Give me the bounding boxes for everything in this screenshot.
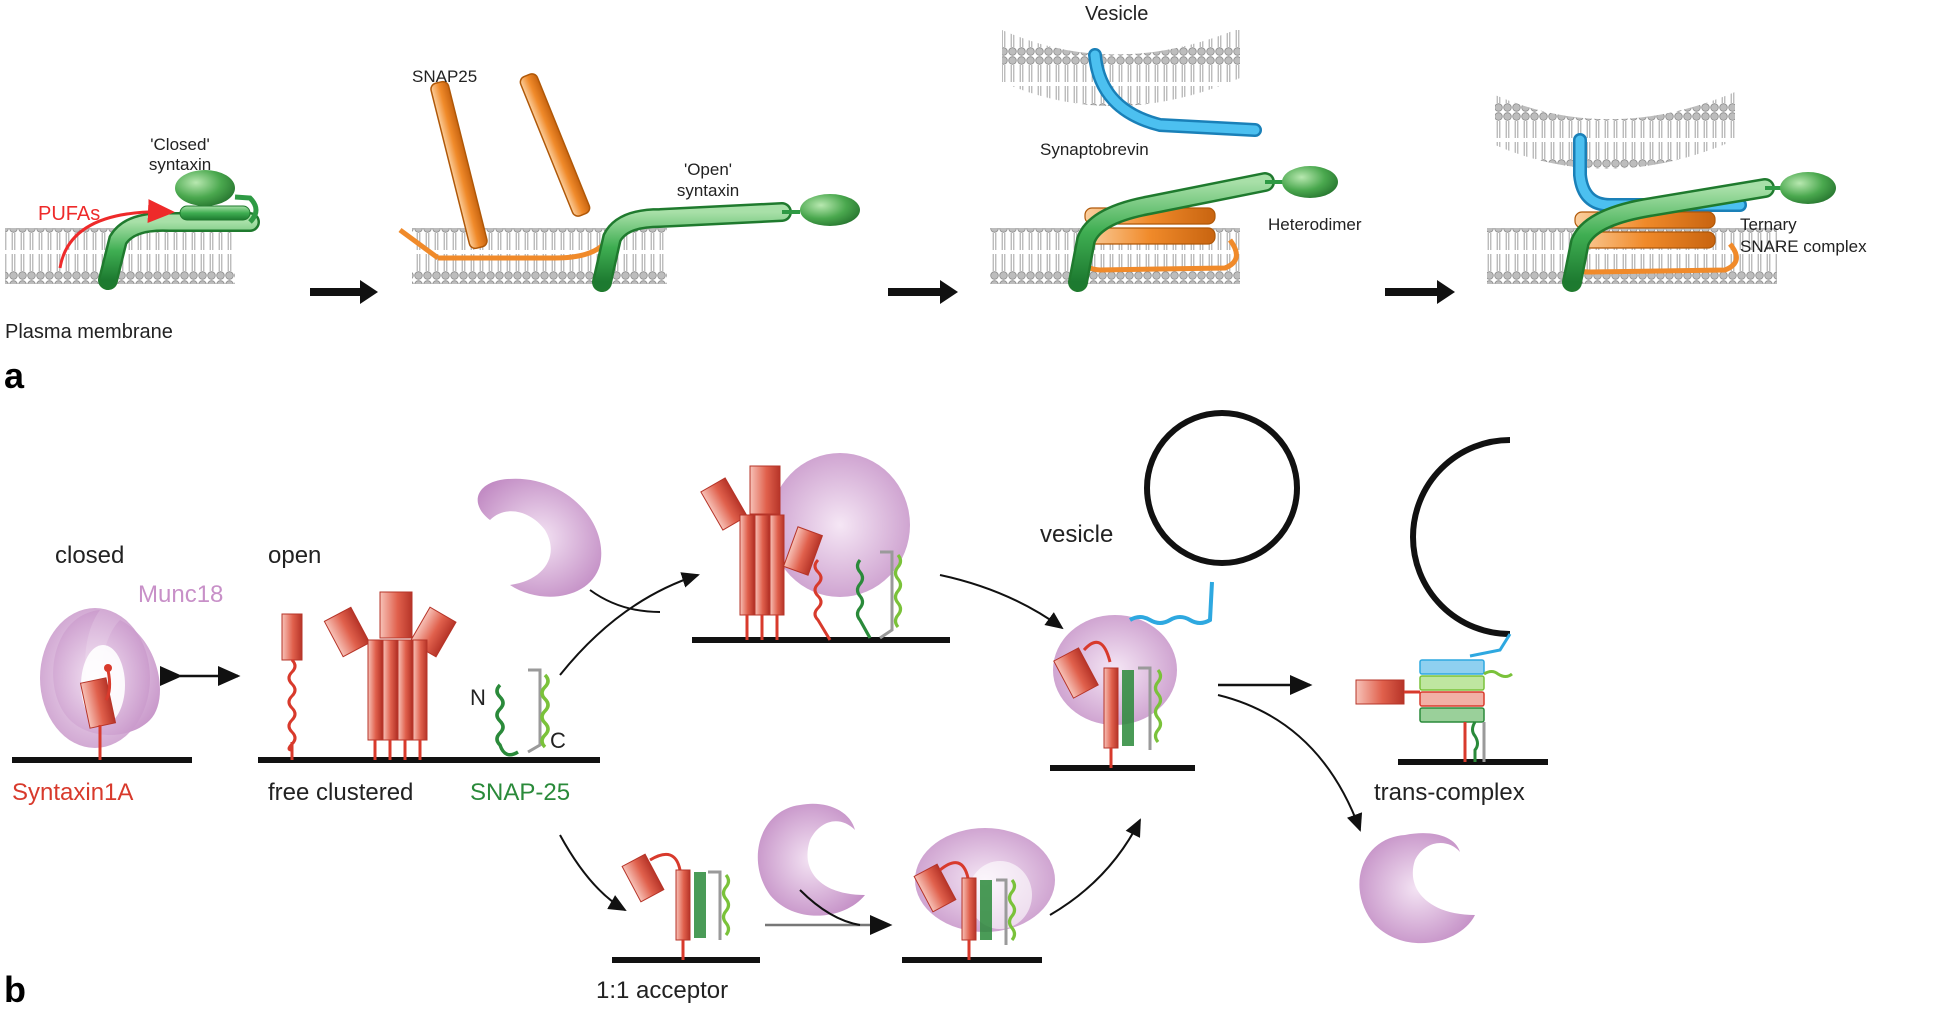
munc18-closed-complex [40,608,160,760]
label-ternary-1: Ternary [1740,215,1797,234]
label-trans-complex: trans-complex [1374,779,1525,806]
munc18-free-1 [477,478,602,597]
label-munc18: Munc18 [138,581,223,608]
panel-a: 'Closed' syntaxin PUFAs Plasma membrane … [4,3,1867,396]
acceptor-munc18-complex [913,828,1055,960]
panel-letter-b: b [4,969,26,1010]
label-snap25-b: SNAP-25 [470,779,570,806]
munc18-free-3 [1359,833,1475,944]
label-acceptor: 1:1 acceptor [596,977,728,1004]
label-open-syntaxin-2: syntaxin [677,181,739,200]
label-syntaxin1a: Syntaxin1A [12,779,133,806]
stage-arrow-3 [1385,280,1455,304]
habc-domain-heterodimer [1282,166,1338,198]
panel-b: closed open Munc18 Syntaxin1A free clust… [4,410,1548,1010]
panel-letter-a: a [4,355,25,396]
open-syntaxin-single [281,613,303,760]
clustered-munc18-complex [700,453,910,641]
flow-arrow-to-dock-bottom [1049,818,1141,916]
acceptor-complex [621,852,731,960]
snap25-b [495,668,550,757]
heterodimer [1068,166,1338,292]
vesicle-arc-2 [1410,437,1511,637]
docked-complex [1053,581,1214,768]
habc-domain-open [800,194,860,226]
label-closed-syntaxin-1: 'Closed' [150,135,209,154]
label-free-clustered: free clustered [268,779,413,806]
vesicle-circle-1 [1144,410,1300,566]
stage-arrow-1 [310,280,378,304]
vesicle-membrane-3 [1002,28,1240,107]
pufa-arrow [58,199,175,269]
label-synaptobrevin: Synaptobrevin [1040,140,1149,159]
label-snap25-a: SNAP25 [412,67,477,86]
label-open-syntaxin-1: 'Open' [684,160,732,179]
flow-arrow-to-munc18-cluster [559,572,700,676]
label-closed: closed [55,542,124,569]
open-syntaxin [592,194,860,292]
label-vesicle-b: vesicle [1040,521,1113,548]
flow-arrow-to-acceptor [559,834,627,911]
habc-domain-ternary [1780,172,1836,204]
clustered-syntaxins [323,591,457,760]
label-n-terminus: N [470,685,486,710]
label-c-terminus: C [550,728,566,753]
label-ternary-2: SNARE complex [1740,237,1867,256]
label-open: open [268,542,321,569]
flow-arrow-munc-release [1217,694,1363,832]
label-closed-syntaxin-2: syntaxin [149,155,211,174]
flow-arrow-munc-in [589,589,661,613]
flow-arrow-munc-in-2 [799,889,861,926]
label-pufas: PUFAs [38,203,100,225]
stage-arrow-2 [888,280,958,304]
label-plasma-membrane: Plasma membrane [5,321,173,343]
flow-arrow-to-dock-top [939,574,1064,630]
synaptobrevin-vesicle [1088,48,1262,137]
ternary-complex [1562,133,1836,292]
label-vesicle-a: Vesicle [1085,3,1148,25]
munc18-free-2 [757,803,865,916]
habc-domain-closed [175,170,235,206]
vesicle-membrane-4 [1495,92,1735,169]
trans-complex [1355,633,1513,762]
label-heterodimer: Heterodimer [1268,215,1362,234]
